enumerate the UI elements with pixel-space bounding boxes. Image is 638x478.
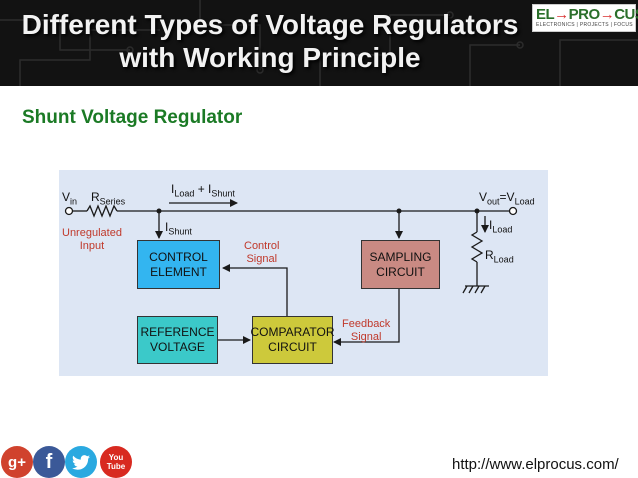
title-line-1: Different Types of Voltage Regulators [21, 9, 519, 40]
twitter-bird-icon [72, 454, 90, 470]
circuit-pattern-background [0, 0, 638, 86]
control-signal-wire [222, 264, 288, 316]
iload-label: ILoad [489, 218, 513, 235]
vin-label: Vin [62, 190, 78, 207]
vin-terminal [64, 206, 74, 216]
page-title: Different Types of Voltage Regulators wi… [0, 8, 540, 74]
sampling-circuit-block: SAMPLING CIRCUIT [361, 240, 440, 289]
diagram-canvas: CONTROL ELEMENT SAMPLING CIRCUIT REFEREN… [59, 170, 548, 376]
logo-tagline: ELECTRONICS | PROJECTS | FOCUS [536, 22, 633, 28]
google-plus-icon[interactable]: g+ [1, 446, 33, 478]
reference-voltage-block: REFERENCE VOLTAGE [137, 316, 218, 364]
footer-url-link[interactable]: http://www.elprocus.com/ [452, 456, 619, 473]
facebook-icon[interactable]: f [33, 446, 65, 478]
control-signal-label: Control Signal [244, 240, 280, 265]
header-banner: Different Types of Voltage Regulators wi… [0, 0, 638, 86]
rseries-label: RSeries [91, 190, 126, 207]
comparator-circuit-block: COMPARATOR CIRCUIT [251, 316, 335, 364]
unregulated-input-label: Unregulated Input [62, 227, 122, 252]
section-subtitle: Shunt Voltage Regulator [22, 107, 243, 128]
ishunt-label: IShunt [165, 220, 192, 237]
control-element-block: CONTROL ELEMENT [137, 240, 220, 289]
vout-terminal [508, 206, 518, 216]
elprocus-logo[interactable]: EL→PRO→CUS ELECTRONICS | PROJECTS | FOCU… [532, 4, 638, 32]
feedback-signal-label: Feedback Signal [342, 318, 391, 343]
iload-plus-ishunt-label: ILoad + IShunt [171, 182, 235, 199]
rload-label: RLoad [485, 248, 514, 265]
feedback-signal-wire [333, 289, 400, 346]
vout-vload-label: Vout=VLoad [479, 190, 535, 207]
diagram-wires [64, 199, 518, 346]
title-line-2: with Working Principle [119, 42, 421, 73]
twitter-icon[interactable] [65, 446, 97, 478]
rseries-resistor [86, 204, 118, 218]
logo-wordmark: EL→PRO→CUS [536, 6, 638, 23]
rload-resistor [470, 231, 484, 263]
